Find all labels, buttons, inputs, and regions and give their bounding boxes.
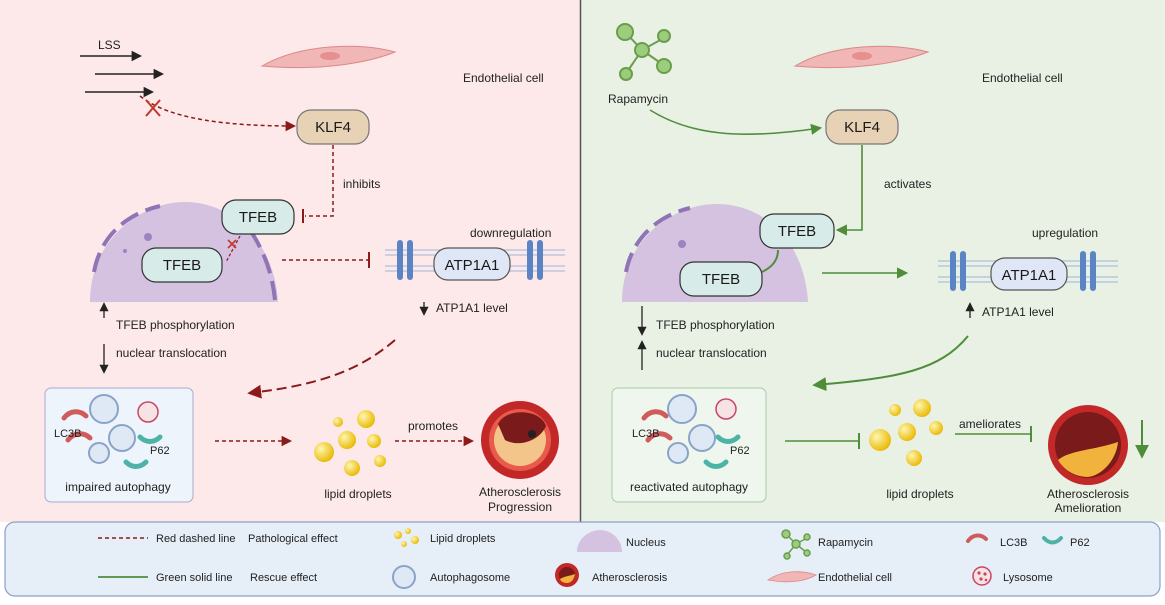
tfeb-outer-node-right <box>759 213 835 249</box>
tfeb-inner-label: TFEB <box>163 257 201 274</box>
activates-label: activates <box>884 177 931 191</box>
legend-lc3b-icon <box>966 533 988 543</box>
tfeb-outer-node <box>221 199 295 235</box>
autophagy-label-right: reactivated autophagy <box>630 480 748 494</box>
legend-nucleus-label: Nucleus <box>626 537 666 549</box>
atherosclerosis-amelioration-icon <box>1048 405 1128 485</box>
klf4-node <box>296 109 370 145</box>
legend-red-effect: Pathological effect <box>248 533 338 545</box>
legend-atherosclerosis-label: Atherosclerosis <box>592 572 668 584</box>
tfeb-outer-label: TFEB <box>239 209 277 226</box>
nuclear-trans-right: nuclear translocation <box>656 346 767 360</box>
klf4-node-right <box>825 109 899 145</box>
athero-label-right-2: Amelioration <box>1055 501 1122 515</box>
atp1a1-label-right: ATP1A1 <box>1002 267 1057 284</box>
lipid-label-right: lipid droplets <box>886 487 953 501</box>
atp1a1-label-left: ATP1A1 <box>445 257 500 274</box>
lc3b-label-left: LC3B <box>54 428 82 440</box>
inhibits-path <box>305 145 334 217</box>
lipid-droplets-left <box>314 410 386 476</box>
legend-endothelial-label: Endothelial cell <box>818 572 892 584</box>
rapamycin-icon <box>616 23 672 81</box>
atp1a1-to-autophagy-arrow-right <box>812 335 969 392</box>
legend-p62-label: P62 <box>1070 537 1090 549</box>
legend-endothelial-icon <box>766 571 817 583</box>
legend-p62-icon <box>1042 536 1063 545</box>
tfeb-phos-right: TFEB phosphorylation <box>656 318 775 332</box>
tfeb-phos-left: TFEB phosphorylation <box>116 318 235 332</box>
legend-lipid-label: Lipid droplets <box>430 533 496 545</box>
lc3b-label-right: LC3B <box>632 428 660 440</box>
tfeb-inner-node <box>141 247 223 283</box>
left-cell-label: Endothelial cell <box>463 71 544 85</box>
athero-label-right-1: Atherosclerosis <box>1047 487 1129 501</box>
membrane-left <box>385 240 565 280</box>
legend-lysosome-icon <box>972 566 992 586</box>
ameliorates-label: ameliorates <box>959 417 1021 431</box>
legend-green-effect: Rescue effect <box>250 572 317 584</box>
tfeb-inner-label-right: TFEB <box>702 271 740 288</box>
legend-red-line: Red dashed line <box>156 533 236 545</box>
right-cell-label: Endothelial cell <box>982 71 1063 85</box>
legend-lysosome-label: Lysosome <box>1003 572 1053 584</box>
downregulation-label: downregulation <box>470 226 551 240</box>
atp1a1-level-right: ATP1A1 level <box>982 305 1054 319</box>
athero-label-left-2: Progression <box>488 500 552 514</box>
atp1a1-node-right <box>990 257 1068 291</box>
lipid-label-left: lipid droplets <box>324 487 391 501</box>
legend-autophagosome-icon <box>392 565 416 589</box>
autophagy-label-left: impaired autophagy <box>65 480 170 494</box>
atp1a1-level-left: ATP1A1 level <box>436 301 508 315</box>
activates-path <box>835 145 863 236</box>
atp1a1-node-left <box>433 247 511 281</box>
autophagosome-cluster-left <box>88 394 159 464</box>
p62-label-right: P62 <box>730 445 750 457</box>
rapamycin-label: Rapamycin <box>608 92 668 106</box>
lss-label: LSS <box>98 38 121 52</box>
legend-rapamycin-label: Rapamycin <box>818 537 873 549</box>
legend-lc3b-label: LC3B <box>1000 537 1028 549</box>
legend-nucleus-icon <box>577 530 622 552</box>
klf4-label: KLF4 <box>315 119 351 136</box>
atherosclerosis-progression-icon <box>481 401 559 479</box>
legend-box <box>4 521 1161 597</box>
atp1a1-to-autophagy-arrow <box>247 339 396 399</box>
rapamycin-to-klf4-arrow <box>649 109 823 136</box>
lss-arrows <box>80 50 165 98</box>
nuclear-trans-left: nuclear translocation <box>116 346 227 360</box>
p62-label-left: P62 <box>150 445 170 457</box>
block-x-icon <box>145 99 161 117</box>
legend-atherosclerosis-icon <box>555 563 579 587</box>
inhibits-label: inhibits <box>343 177 380 191</box>
klf4-label-right: KLF4 <box>844 119 880 136</box>
tfeb-inner-node-right <box>679 261 763 297</box>
legend-green-line: Green solid line <box>156 572 232 584</box>
upregulation-label: upregulation <box>1032 226 1098 240</box>
lipid-droplets-right <box>869 399 943 466</box>
legend-lipid-icon <box>394 528 419 547</box>
promotes-label: promotes <box>408 419 458 433</box>
legend-autophagosome-label: Autophagosome <box>430 572 510 584</box>
athero-label-left-1: Atherosclerosis <box>479 485 561 499</box>
autophagosome-cluster-right <box>667 394 737 464</box>
legend-rapamycin-icon <box>781 529 811 560</box>
tfeb-outer-label-right: TFEB <box>778 223 816 240</box>
